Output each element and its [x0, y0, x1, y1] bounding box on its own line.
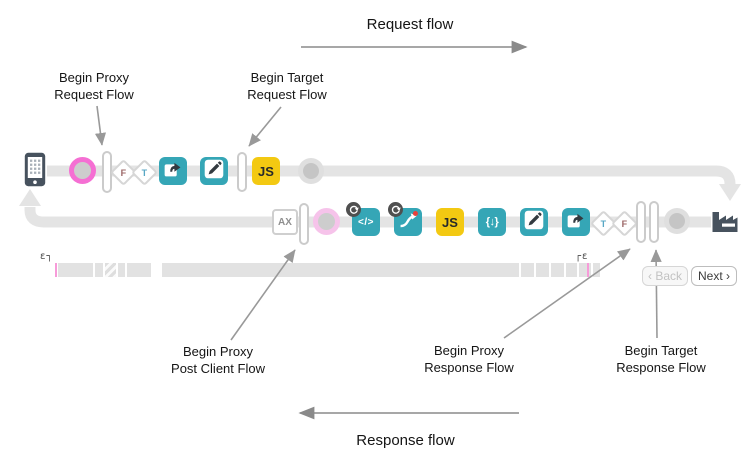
timeline-segment[interactable] — [127, 263, 151, 277]
request-javascript-policy[interactable]: JS — [252, 157, 280, 185]
share-icon — [563, 207, 589, 238]
timeline-start-tick — [55, 263, 57, 277]
timeline-segment[interactable] — [593, 263, 600, 277]
share-icon — [160, 156, 186, 187]
condition-false-label: F — [621, 218, 628, 229]
response-assign-message-policy[interactable] — [562, 208, 590, 236]
annotation-line: Post Client Flow — [171, 360, 265, 376]
response-flow-start-node[interactable] — [664, 208, 690, 234]
condition-false-label: F — [120, 167, 127, 178]
begin-target-request-flow-marker[interactable] — [237, 152, 247, 192]
annotation-begin-proxy-request: Begin Proxy Request Flow — [34, 70, 154, 103]
timeline-left-epsilon-marker: ε┐ — [40, 251, 54, 262]
js-icon: JS — [258, 163, 274, 179]
request-flow-title: Request flow — [366, 16, 454, 33]
code-icon: </> — [358, 216, 374, 228]
response-flow-title: Response flow — [356, 432, 455, 449]
analytics-step-node[interactable]: AX — [272, 209, 298, 235]
annotation-begin-proxy-response: Begin Proxy Response Flow — [408, 343, 530, 376]
response-edit-policy[interactable] — [520, 208, 548, 236]
gray-dot — [303, 163, 319, 179]
timeline-segment[interactable] — [58, 263, 93, 277]
pencil-icon — [201, 156, 227, 187]
timeline-end-tick — [587, 263, 589, 277]
timeline-segment[interactable] — [95, 263, 103, 277]
timeline-segment[interactable] — [162, 263, 519, 277]
response-javascript-policy[interactable]: JS — [436, 208, 464, 236]
condition-true-label: T — [600, 218, 607, 229]
annotation-line: Response Flow — [616, 359, 706, 375]
back-button[interactable]: ‹ Back — [642, 266, 688, 286]
target-factory-icon — [710, 207, 740, 238]
js-icon: JS — [442, 214, 458, 230]
next-button[interactable]: Next › — [691, 266, 737, 286]
annotation-line: Request Flow — [247, 86, 327, 102]
analytics-label: AX — [278, 216, 292, 228]
annotation-line: Response Flow — [424, 359, 514, 375]
timeline-segment-hatched[interactable] — [105, 263, 116, 277]
timeline-segment[interactable] — [551, 263, 564, 277]
request-assign-message-policy[interactable] — [159, 157, 187, 185]
proxy-request-start-node[interactable] — [69, 157, 96, 184]
timeline-segment[interactable] — [579, 263, 591, 277]
condition-true-label: T — [141, 167, 148, 178]
response-code-policy[interactable]: </> — [346, 202, 380, 236]
timeline-segment[interactable] — [521, 263, 534, 277]
request-edit-policy[interactable] — [200, 157, 228, 185]
post-client-start-node[interactable] — [313, 208, 340, 235]
annotation-line: Begin Target — [624, 343, 698, 358]
begin-proxy-post-client-flow-marker[interactable] — [299, 203, 309, 245]
response-route-policy[interactable] — [388, 202, 422, 238]
annotation-begin-proxy-post-client: Begin Proxy Post Client Flow — [146, 344, 290, 377]
annotation-begin-target-request: Begin Target Request Flow — [227, 70, 347, 103]
request-flow-end-node[interactable] — [298, 158, 324, 184]
route-arrow-icon — [395, 207, 421, 238]
timeline-segment[interactable] — [536, 263, 549, 277]
annotation-line: Begin Proxy — [58, 70, 130, 85]
rotate-badge-icon — [388, 202, 403, 217]
braces-download-icon: {↓} — [485, 216, 499, 228]
timeline-segment[interactable] — [566, 263, 577, 277]
begin-proxy-response-flow-marker[interactable] — [636, 201, 646, 243]
timeline-segment[interactable] — [118, 263, 125, 277]
gray-dot — [669, 213, 685, 229]
timeline-right-epsilon-marker: ┌ε — [575, 251, 589, 262]
annotation-line: Request Flow — [54, 86, 134, 102]
annotation-line: Begin Proxy — [182, 344, 254, 359]
begin-target-response-flow-marker[interactable] — [649, 201, 659, 243]
rotate-badge-icon — [346, 202, 361, 217]
client-phone-icon — [24, 152, 46, 192]
annotation-line: Begin Proxy — [433, 343, 505, 358]
pencil-icon — [521, 207, 547, 238]
response-extract-variables-policy[interactable]: {↓} — [478, 208, 506, 236]
annotation-begin-target-response: Begin Target Response Flow — [600, 343, 722, 376]
annotation-line: Begin Target — [250, 70, 324, 85]
